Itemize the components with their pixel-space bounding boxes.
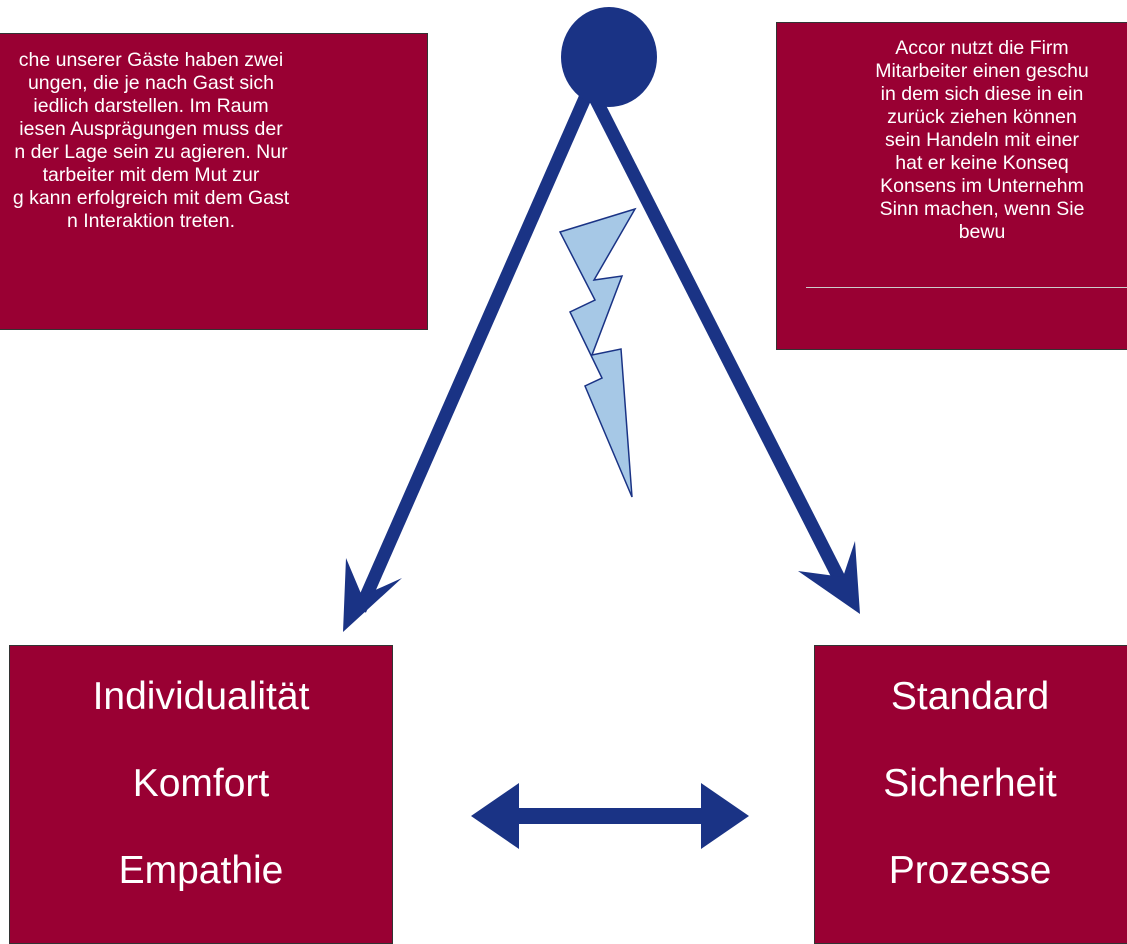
concept-individualitaet: Individualität — [92, 675, 310, 718]
left-text-line: n Interaktion treten. — [66, 210, 236, 232]
concept-prozesse: Prozesse — [888, 849, 1052, 892]
concept-sicherheit: Sicherheit — [883, 762, 1057, 805]
left-text-line: g kann erfolgreich mit dem Gast — [12, 187, 290, 209]
right-text-line: Accor nutzt die Firm — [895, 37, 1069, 59]
person-head-icon — [561, 7, 657, 107]
concept-komfort: Komfort — [132, 762, 270, 805]
left-diagonal-arrow — [343, 95, 591, 632]
right-text-line: Mitarbeiter einen geschu — [875, 60, 1089, 82]
right-text-line: Konsens im Unternehm — [880, 175, 1084, 197]
left-description-box: che unserer Gäste haben zwei ungen, die … — [0, 33, 428, 330]
text-divider-line — [806, 287, 1127, 288]
left-text-line: iesen Ausprägungen muss der — [19, 118, 283, 140]
concept-empathie: Empathie — [118, 849, 284, 892]
standard-box: Standard Sicherheit Prozesse — [814, 645, 1127, 944]
lightning-icon — [558, 207, 637, 498]
right-text-line: Sinn machen, wenn Sie — [879, 198, 1085, 220]
right-diagonal-arrow — [589, 95, 860, 614]
left-text-line: che unserer Gäste haben zwei — [18, 49, 284, 71]
right-text-line: hat er keine Konseq — [895, 152, 1069, 174]
right-text-line: sein Handeln mit einer — [884, 129, 1080, 151]
right-description-box: Accor nutzt die Firm Mitarbeiter einen g… — [776, 22, 1127, 350]
left-text-line: n der Lage sein zu agieren. Nur — [14, 141, 288, 163]
double-arrow-icon — [471, 783, 749, 849]
individuality-box: Individualität Komfort Empathie — [9, 645, 393, 944]
left-text-line: tarbeiter mit dem Mut zur — [42, 164, 260, 186]
right-text-line: in dem sich diese in ein — [880, 83, 1084, 105]
left-text-line: iedlich darstellen. Im Raum — [33, 95, 269, 117]
left-text-line: ungen, die je nach Gast sich — [27, 72, 275, 94]
concept-standard: Standard — [890, 675, 1050, 718]
right-text-line: bewu — [958, 221, 1006, 243]
right-text-line: zurück ziehen können — [887, 106, 1077, 128]
